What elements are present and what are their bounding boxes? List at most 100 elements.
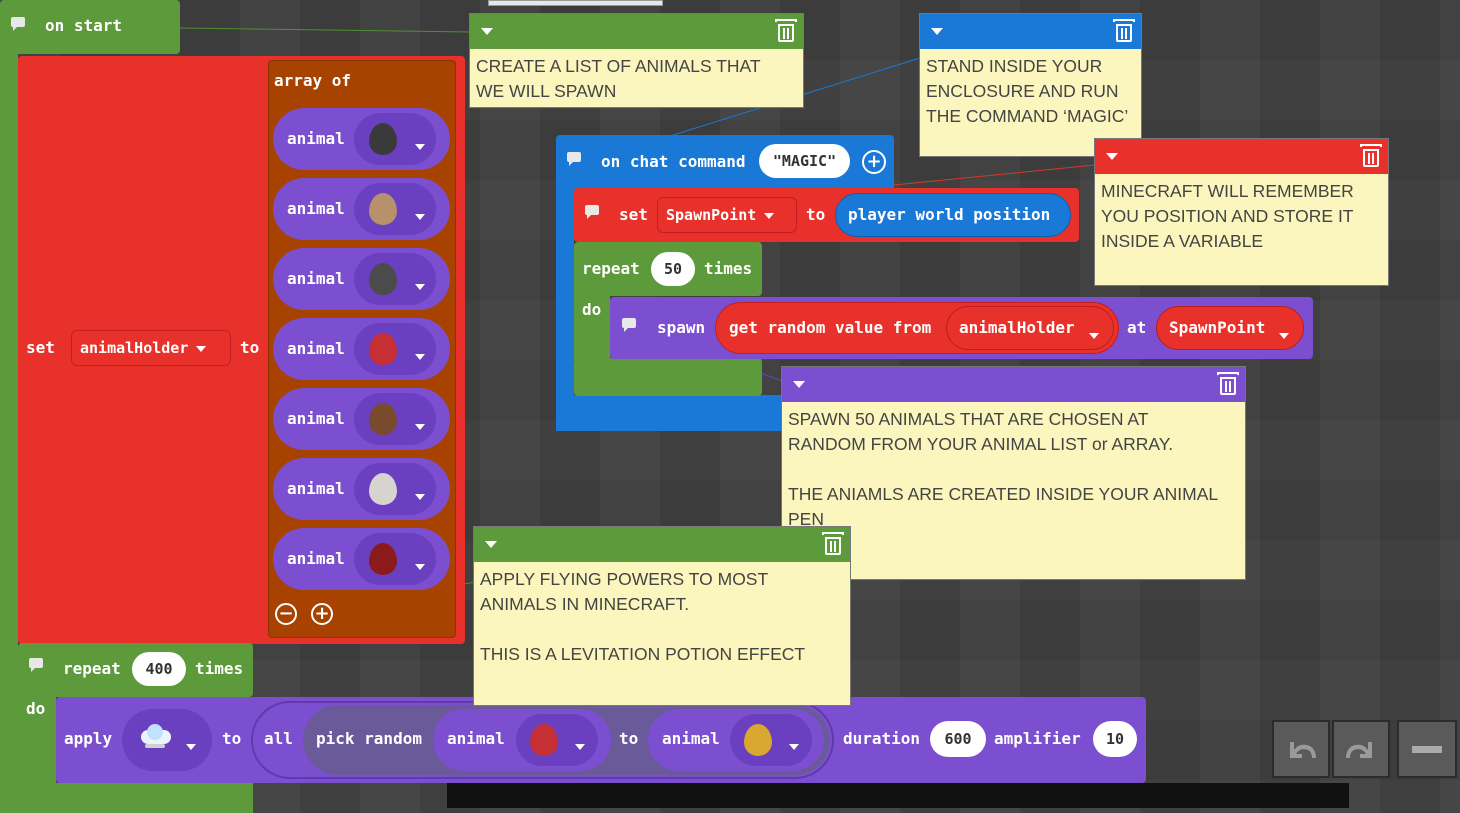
chevron-down-icon: [415, 486, 425, 505]
repeat-label: repeat: [582, 259, 640, 278]
spawnpoint-variable[interactable]: [1156, 306, 1304, 350]
apply-to-label: to: [222, 729, 242, 748]
animal-label: animal: [287, 129, 345, 148]
spawn-egg-icon: [744, 724, 772, 756]
player-world-position-block[interactable]: [835, 193, 1071, 237]
spawnpoint-dropdown[interactable]: SpawnPoint: [657, 197, 797, 233]
repeat-label: repeat: [63, 659, 121, 678]
note-text[interactable]: CREATE A LIST OF ANIMALS THAT WE WILL SP…: [476, 56, 761, 101]
do-label: do: [26, 699, 46, 718]
note-text[interactable]: STAND INSIDE YOUR ENCLOSURE AND RUN THE …: [926, 56, 1129, 126]
spawn-egg-icon: [369, 543, 397, 575]
array-of-label: array of: [274, 71, 352, 90]
comment-icon[interactable]: [567, 152, 581, 166]
chevron-down-icon: [415, 206, 425, 225]
chevron-down-icon: [415, 416, 425, 435]
chevron-down-icon: [1089, 325, 1099, 344]
times-label: times: [704, 259, 753, 278]
comment-note-fly[interactable]: APPLY FLYING POWERS TO MOST ANIMALS IN M…: [473, 526, 851, 706]
comment-note-enclosure[interactable]: STAND INSIDE YOUR ENCLOSURE AND RUN THE …: [919, 13, 1142, 157]
note-header: [474, 527, 850, 562]
chat-command-body: [556, 185, 574, 431]
note-text[interactable]: APPLY FLYING POWERS TO MOST ANIMALS IN M…: [480, 569, 806, 664]
top-strip: [488, 0, 663, 6]
comment-note-remember[interactable]: MINECRAFT WILL REMEMBER YOU POSITION AND…: [1094, 138, 1389, 286]
note-header: [470, 14, 803, 49]
animal-label: animal: [287, 269, 345, 288]
trash-icon[interactable]: [822, 532, 844, 556]
on-start-block[interactable]: [0, 0, 180, 54]
note-text[interactable]: MINECRAFT WILL REMEMBER YOU POSITION AND…: [1101, 181, 1354, 251]
chevron-down-icon: [415, 276, 425, 295]
on-start-body: [0, 40, 18, 813]
player-position-label: player world position: [848, 205, 1051, 224]
note-text[interactable]: SPAWN 50 ANIMALS THAT ARE CHOSEN AT RAND…: [788, 409, 1219, 529]
animal-label: animal: [287, 199, 345, 218]
trash-icon[interactable]: [1217, 372, 1239, 396]
variable-name: SpawnPoint: [666, 206, 757, 224]
add-item-button[interactable]: +: [311, 603, 333, 625]
chevron-down-icon: [186, 736, 196, 755]
animal-a-label: animal: [447, 729, 505, 748]
comment-icon[interactable]: [11, 17, 25, 31]
undo-button[interactable]: [1272, 720, 1330, 778]
at-keyword: at: [1127, 318, 1147, 337]
collapse-icon[interactable]: [485, 541, 497, 548]
on-start-label: on start: [45, 16, 123, 35]
redo-button[interactable]: [1332, 720, 1390, 778]
duration-label: duration: [843, 729, 921, 748]
repeat-count-input[interactable]: 400: [132, 652, 186, 686]
note-header: [782, 367, 1245, 402]
chat-command-foot: [556, 395, 796, 431]
apply-label: apply: [64, 729, 113, 748]
undo-icon: [1290, 742, 1316, 758]
spawn-keyword: spawn: [657, 318, 706, 337]
comment-note-spawn[interactable]: SPAWN 50 ANIMALS THAT ARE CHOSEN AT RAND…: [781, 366, 1246, 580]
chevron-down-icon: [1279, 325, 1289, 344]
collapse-icon[interactable]: [1106, 153, 1118, 160]
duration-input[interactable]: 600: [930, 721, 986, 757]
variable-name: animalHolder: [80, 339, 189, 357]
animalholder-dropdown[interactable]: animalHolder: [71, 330, 231, 366]
spawn-egg-icon: [369, 333, 397, 365]
animalholder-variable[interactable]: [946, 306, 1114, 350]
to-keyword: to: [806, 205, 826, 224]
remove-item-button[interactable]: −: [275, 603, 297, 625]
chat-command-label: on chat command: [601, 152, 746, 171]
spawn-egg-icon: [369, 473, 397, 505]
pick-random-label: pick random: [316, 729, 422, 748]
trash-icon[interactable]: [775, 19, 797, 43]
collapse-icon[interactable]: [931, 28, 943, 35]
redo-icon: [1346, 742, 1372, 758]
animal-label: animal: [287, 549, 345, 568]
repeat-50-body: [574, 290, 610, 360]
add-parameter-button[interactable]: +: [862, 150, 886, 174]
zoom-out-button[interactable]: [1397, 720, 1457, 778]
spawn-egg-icon: [369, 123, 397, 155]
levitation-cloud-icon: [137, 722, 175, 748]
spawn-egg-icon: [530, 724, 558, 756]
range-to-label: to: [619, 729, 639, 748]
collapse-icon[interactable]: [481, 28, 493, 35]
comment-icon[interactable]: [622, 318, 636, 332]
position-variable-label: SpawnPoint: [1169, 318, 1266, 337]
collapse-icon[interactable]: [793, 381, 805, 388]
trash-icon[interactable]: [1360, 144, 1382, 168]
comment-icon[interactable]: [585, 205, 599, 219]
all-label: all: [264, 729, 293, 748]
amplifier-input[interactable]: 10: [1093, 721, 1137, 757]
get-random-label: get random value from: [729, 318, 932, 337]
comment-icon[interactable]: [29, 658, 43, 672]
spawn-egg-icon: [369, 193, 397, 225]
animal-label: animal: [287, 409, 345, 428]
trash-icon[interactable]: [1113, 19, 1135, 43]
zoom-out-icon: [1412, 746, 1442, 753]
comment-note-list[interactable]: CREATE A LIST OF ANIMALS THAT WE WILL SP…: [469, 13, 804, 108]
set-keyword: set: [26, 338, 55, 357]
command-name-input[interactable]: "MAGIC": [759, 144, 850, 178]
horizontal-scrollbar[interactable]: [447, 783, 1349, 808]
note-header: [1095, 139, 1388, 174]
spawn-egg-icon: [369, 263, 397, 295]
chevron-down-icon: [415, 556, 425, 575]
repeat-count-input[interactable]: 50: [651, 252, 695, 286]
